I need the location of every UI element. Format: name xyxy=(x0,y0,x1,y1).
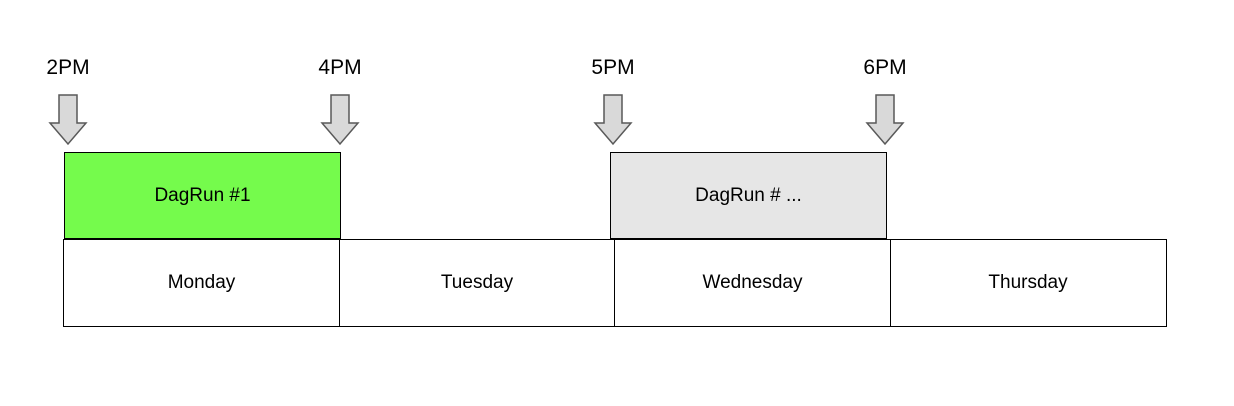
down-arrow-icon xyxy=(320,94,360,146)
down-arrow-icon xyxy=(865,94,905,146)
time-label-4pm: 4PM xyxy=(318,56,362,79)
dagrun-box-ellipsis: DagRun # ... xyxy=(610,152,887,239)
dagrun-label: DagRun # ... xyxy=(695,184,802,206)
day-cell-monday: Monday xyxy=(63,239,340,327)
time-label-2pm: 2PM xyxy=(46,56,90,79)
day-label: Tuesday xyxy=(440,272,514,293)
time-label-6pm: 6PM xyxy=(863,56,907,79)
time-label-5pm: 5PM xyxy=(591,56,635,79)
dagrun-box-1: DagRun #1 xyxy=(64,152,341,239)
day-cell-tuesday: Tuesday xyxy=(338,239,616,327)
day-label: Monday xyxy=(167,272,236,293)
day-label: Wednesday xyxy=(702,272,803,293)
dagrun-label: DagRun #1 xyxy=(154,184,251,206)
day-row: Monday Tuesday Wednesday Thursday xyxy=(63,239,1167,327)
down-arrow-icon xyxy=(593,94,633,146)
day-cell-thursday: Thursday xyxy=(889,239,1167,327)
down-arrow-icon xyxy=(48,94,88,146)
day-label: Thursday xyxy=(988,272,1068,293)
day-cell-wednesday: Wednesday xyxy=(614,239,891,327)
